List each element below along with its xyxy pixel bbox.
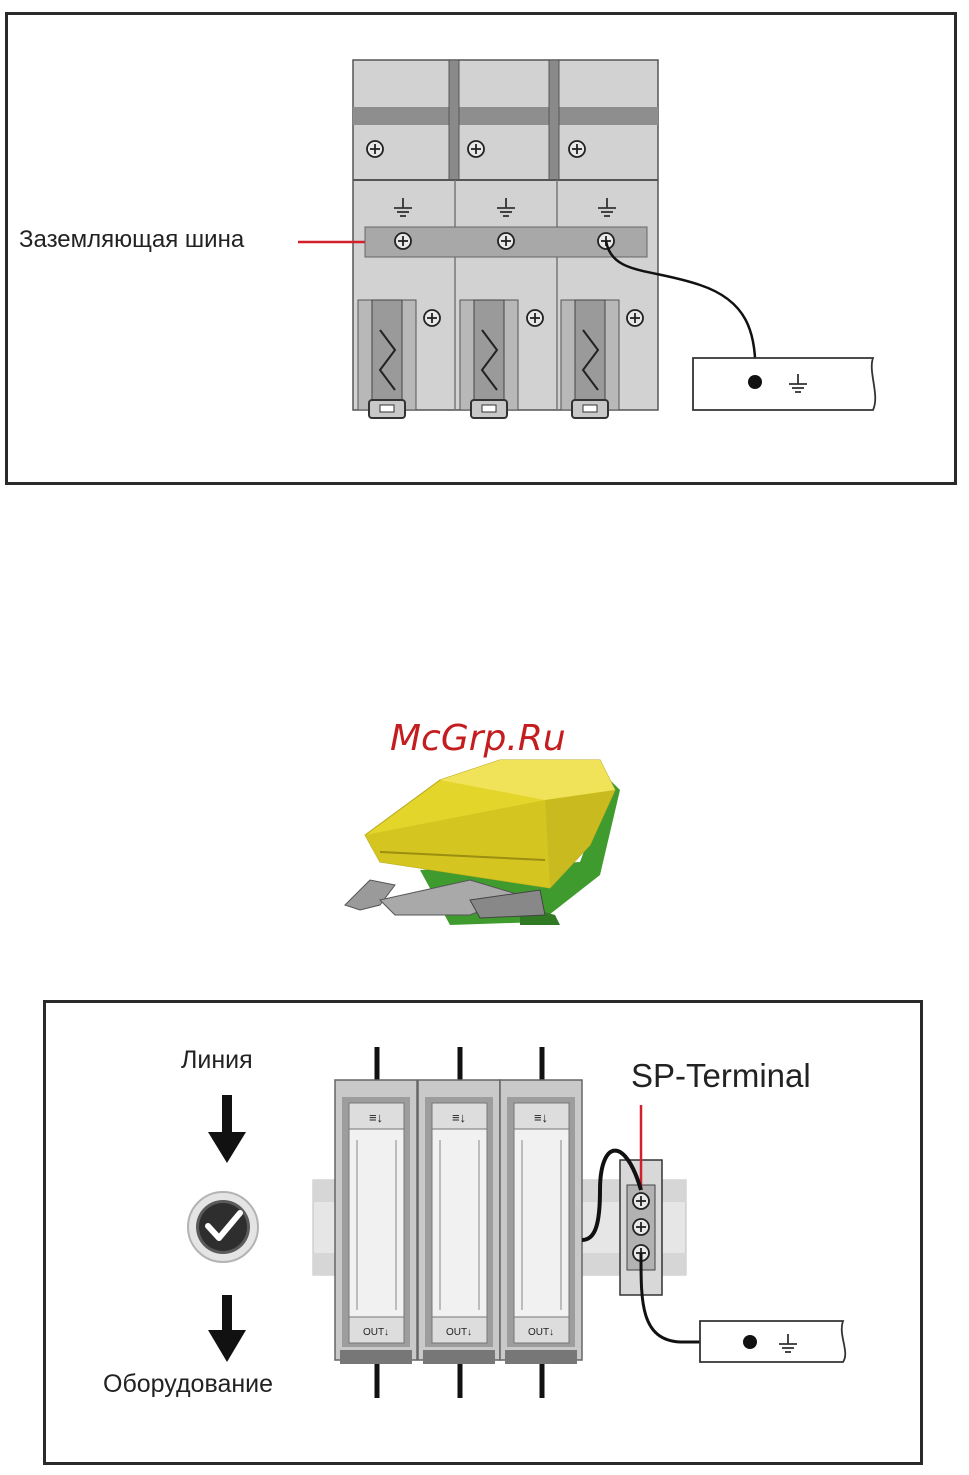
- screw-icon: [569, 141, 585, 157]
- sp-terminal-label: SP-Terminal: [631, 1057, 811, 1095]
- ground-bus-label: Заземляющая шина: [19, 226, 244, 254]
- terminal-clamp: [561, 300, 619, 418]
- screw-icon: [367, 141, 383, 157]
- terminal-clamp: [358, 300, 416, 418]
- screw-icon: [527, 310, 543, 326]
- equipment-label: Оборудование: [103, 1370, 273, 1399]
- watermark: McGrp.Ru: [390, 718, 566, 759]
- terminal-clamp: [460, 300, 518, 418]
- screw-icon: [468, 141, 484, 157]
- screw-icon: [424, 310, 440, 326]
- earth-terminal-block-photo: [345, 760, 620, 925]
- screw-icon: [627, 310, 643, 326]
- screw-icon: [395, 233, 411, 249]
- screw-icon: [498, 233, 514, 249]
- line-label: Линия: [181, 1046, 253, 1075]
- ground-plate: [693, 358, 875, 410]
- circuit-breaker: [353, 60, 658, 418]
